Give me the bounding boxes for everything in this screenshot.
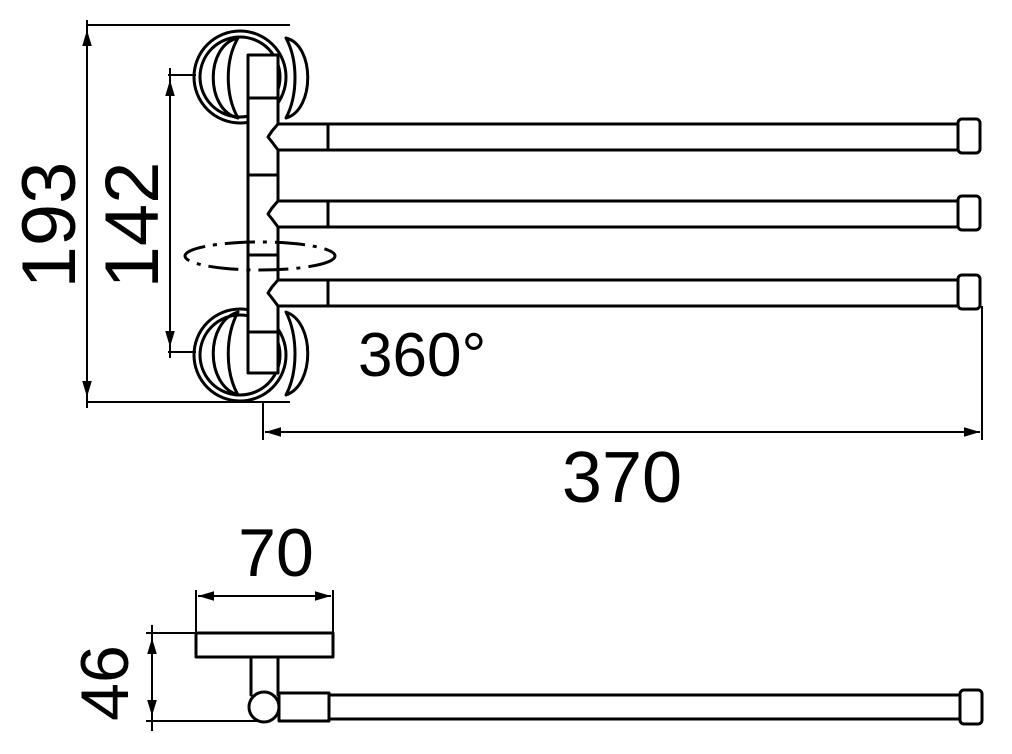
dimension-142: 142 [90, 68, 196, 358]
towel-bar-1 [266, 117, 982, 155]
dimension-370: 370 [262, 306, 983, 518]
dimension-label-370: 370 [562, 438, 682, 518]
rotation-indicator: 360° [183, 240, 486, 390]
dimension-label-193: 193 [7, 162, 92, 289]
dimension-193: 193 [7, 20, 290, 408]
bottom-wall-mount [192, 307, 310, 403]
side-towel-bar [327, 688, 984, 726]
towel-bar-2 [266, 194, 982, 232]
dimension-46: 46 [67, 625, 333, 731]
side-stem [249, 655, 280, 697]
dimension-label-46: 46 [67, 645, 143, 721]
front-view: 193 142 [7, 20, 983, 518]
side-view: 70 46 [67, 515, 984, 731]
top-wall-mount [192, 29, 310, 125]
rotation-label-360: 360° [358, 321, 486, 390]
side-bar-collar [277, 691, 331, 723]
dimension-70: 70 [195, 515, 334, 656]
dimension-label-142: 142 [90, 162, 175, 289]
towel-bar-3 [266, 273, 982, 311]
dimension-label-70: 70 [238, 515, 314, 591]
side-mount-plate [194, 631, 335, 659]
side-pivot-circle [247, 690, 281, 724]
